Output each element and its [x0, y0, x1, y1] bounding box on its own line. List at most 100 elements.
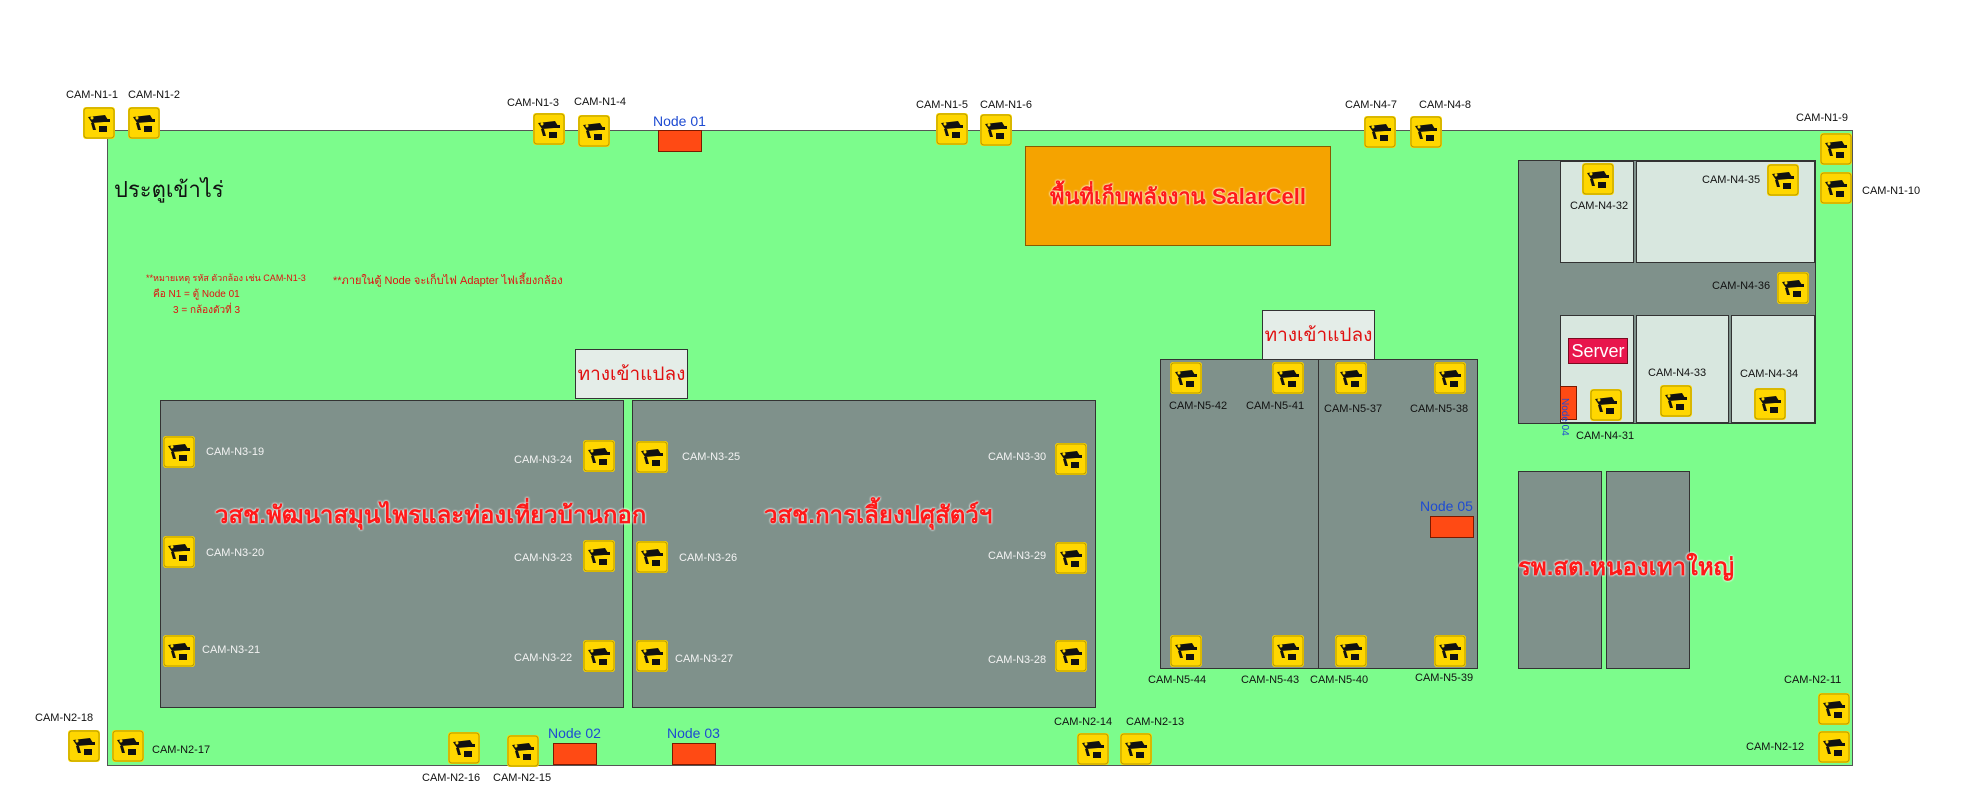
livestock-zone	[632, 400, 1096, 708]
cctv-camera-icon	[1434, 362, 1466, 394]
cctv-camera-icon	[1767, 164, 1799, 196]
node04-label: Node 04	[1559, 398, 1570, 436]
cctv-camera-icon	[1820, 133, 1852, 165]
cctv-camera-icon	[128, 107, 160, 139]
cam-label: CAM-N1-1	[66, 89, 118, 101]
cctv-camera-icon	[1818, 693, 1850, 725]
cctv-camera-icon	[1754, 388, 1786, 420]
note-line2: คือ N1 = ตู้ Node 01	[153, 289, 240, 300]
hospital-building-1	[1518, 471, 1602, 669]
node-03-label: Node 03	[667, 725, 720, 741]
cctv-camera-icon	[1777, 272, 1809, 304]
cctv-camera-icon	[1077, 733, 1109, 765]
cam-label: CAM-N3-23	[514, 552, 573, 564]
cam-label: CAM-N5-37	[1324, 403, 1383, 415]
note-line1: **หมายเหตุ รหัส ตัวกล้อง เช่น CAM-N1-3	[146, 273, 306, 283]
cam-label: CAM-N2-15	[493, 772, 552, 784]
cctv-camera-icon	[1590, 389, 1622, 421]
cam-label: CAM-N3-20	[206, 547, 265, 559]
cam-label: CAM-N2-11	[1784, 674, 1842, 686]
cam-label: CAM-N4-8	[1419, 99, 1471, 111]
note-adapter: **ภายในตู้ Node จะเก็บไฟ Adapter ไฟเลี้ย…	[333, 275, 563, 287]
cam-label: CAM-N4-31	[1576, 430, 1635, 442]
main-gate-label: ประตูเข้าไร่	[114, 177, 224, 202]
cam-label: CAM-N3-22	[514, 652, 573, 664]
cam-label: CAM-N5-43	[1241, 674, 1300, 686]
hospital-building-2	[1606, 471, 1690, 669]
cam-label: CAM-N2-17	[152, 744, 211, 756]
cam-label: CAM-N4-34	[1740, 368, 1799, 380]
cctv-camera-icon	[1170, 635, 1202, 667]
cam-label: CAM-N3-30	[988, 451, 1047, 463]
cctv-camera-icon	[1818, 731, 1850, 763]
solar-area-label: พื้นที่เก็บพลังงาน SalarCell	[1050, 183, 1306, 209]
node-01-box	[658, 130, 702, 152]
server-box: Server	[1568, 338, 1628, 364]
cam-label: CAM-N2-14	[1054, 716, 1113, 728]
cam-label: CAM-N3-19	[206, 446, 265, 458]
node04-box	[1560, 386, 1577, 420]
cam-label: CAM-N3-29	[988, 550, 1047, 562]
cctv-camera-icon	[1335, 635, 1367, 667]
cam-label: CAM-N3-21	[202, 644, 261, 656]
cam-label: CAM-N3-24	[514, 454, 573, 466]
cctv-camera-icon	[1364, 116, 1396, 148]
cam-label: CAM-N5-44	[1148, 674, 1207, 686]
plot-entrance-2: ทางเข้าแปลง	[1262, 310, 1375, 360]
cctv-camera-icon	[1272, 362, 1304, 394]
cctv-camera-icon	[636, 640, 668, 672]
cam-label: CAM-N5-39	[1415, 672, 1474, 684]
cam-label: CAM-N2-12	[1746, 741, 1805, 753]
cam-label: CAM-N2-13	[1126, 716, 1185, 728]
node-05-box	[1430, 516, 1474, 538]
cam-label: CAM-N4-33	[1648, 367, 1707, 379]
cam-label: CAM-N1-3	[507, 97, 559, 109]
node-05-label: Node 05	[1420, 498, 1473, 514]
cctv-camera-icon	[1820, 172, 1852, 204]
cam-label: CAM-N3-25	[682, 451, 741, 463]
n5-zone-divider	[1318, 359, 1319, 669]
cam-label: CAM-N3-27	[675, 653, 734, 665]
cctv-camera-icon	[448, 732, 480, 764]
cam-label: CAM-N4-36	[1712, 280, 1771, 292]
cctv-camera-icon	[112, 730, 144, 762]
cctv-camera-icon	[163, 436, 195, 468]
cctv-camera-icon	[1582, 163, 1614, 195]
cctv-camera-icon	[583, 440, 615, 472]
n5-zone	[1160, 359, 1478, 669]
node-03-box	[672, 743, 716, 765]
herb-zone-label: วสช.พัฒนาสมุนไพรและท่องเที่ยวบ้านกอก	[215, 502, 647, 529]
cctv-camera-icon	[578, 115, 610, 147]
cctv-camera-icon	[1055, 640, 1087, 672]
cctv-camera-icon	[980, 114, 1012, 146]
cam-label: CAM-N5-41	[1246, 400, 1305, 412]
hospital-zone-label: รพ.สต.หนองเทาใหญ่	[1518, 554, 1735, 581]
node-01-label: Node 01	[653, 113, 706, 129]
cam-label: CAM-N1-10	[1862, 185, 1921, 197]
cctv-camera-icon	[583, 540, 615, 572]
cctv-camera-icon	[533, 113, 565, 145]
cctv-camera-icon	[1660, 385, 1692, 417]
cam-label: CAM-N1-2	[128, 89, 180, 101]
cam-label: CAM-N3-28	[988, 654, 1047, 666]
node-02-label: Node 02	[548, 725, 601, 741]
cctv-camera-icon	[507, 735, 539, 767]
cam-label: CAM-N3-26	[679, 552, 738, 564]
cctv-camera-icon	[1272, 635, 1304, 667]
node-02-box	[553, 743, 597, 765]
cctv-camera-icon	[1055, 443, 1087, 475]
cctv-camera-icon	[68, 730, 100, 762]
cam-label: CAM-N1-9	[1796, 112, 1848, 124]
cctv-camera-icon	[636, 541, 668, 573]
cctv-camera-icon	[1410, 116, 1442, 148]
solar-storage-area: พื้นที่เก็บพลังงาน SalarCell	[1025, 146, 1331, 246]
plot-entrance-1: ทางเข้าแปลง	[575, 349, 688, 399]
cam-label: CAM-N1-6	[980, 99, 1032, 111]
livestock-zone-label: วสช.การเลี้ยงปศุสัตว์ฯ	[764, 502, 993, 529]
herb-zone	[160, 400, 624, 708]
note-line3: 3 = กล้องตัวที่ 3	[173, 305, 241, 316]
cam-label: CAM-N2-18	[35, 712, 94, 724]
cam-label: CAM-N5-42	[1169, 400, 1228, 412]
cam-label: CAM-N1-4	[574, 96, 626, 108]
cctv-camera-icon	[936, 113, 968, 145]
